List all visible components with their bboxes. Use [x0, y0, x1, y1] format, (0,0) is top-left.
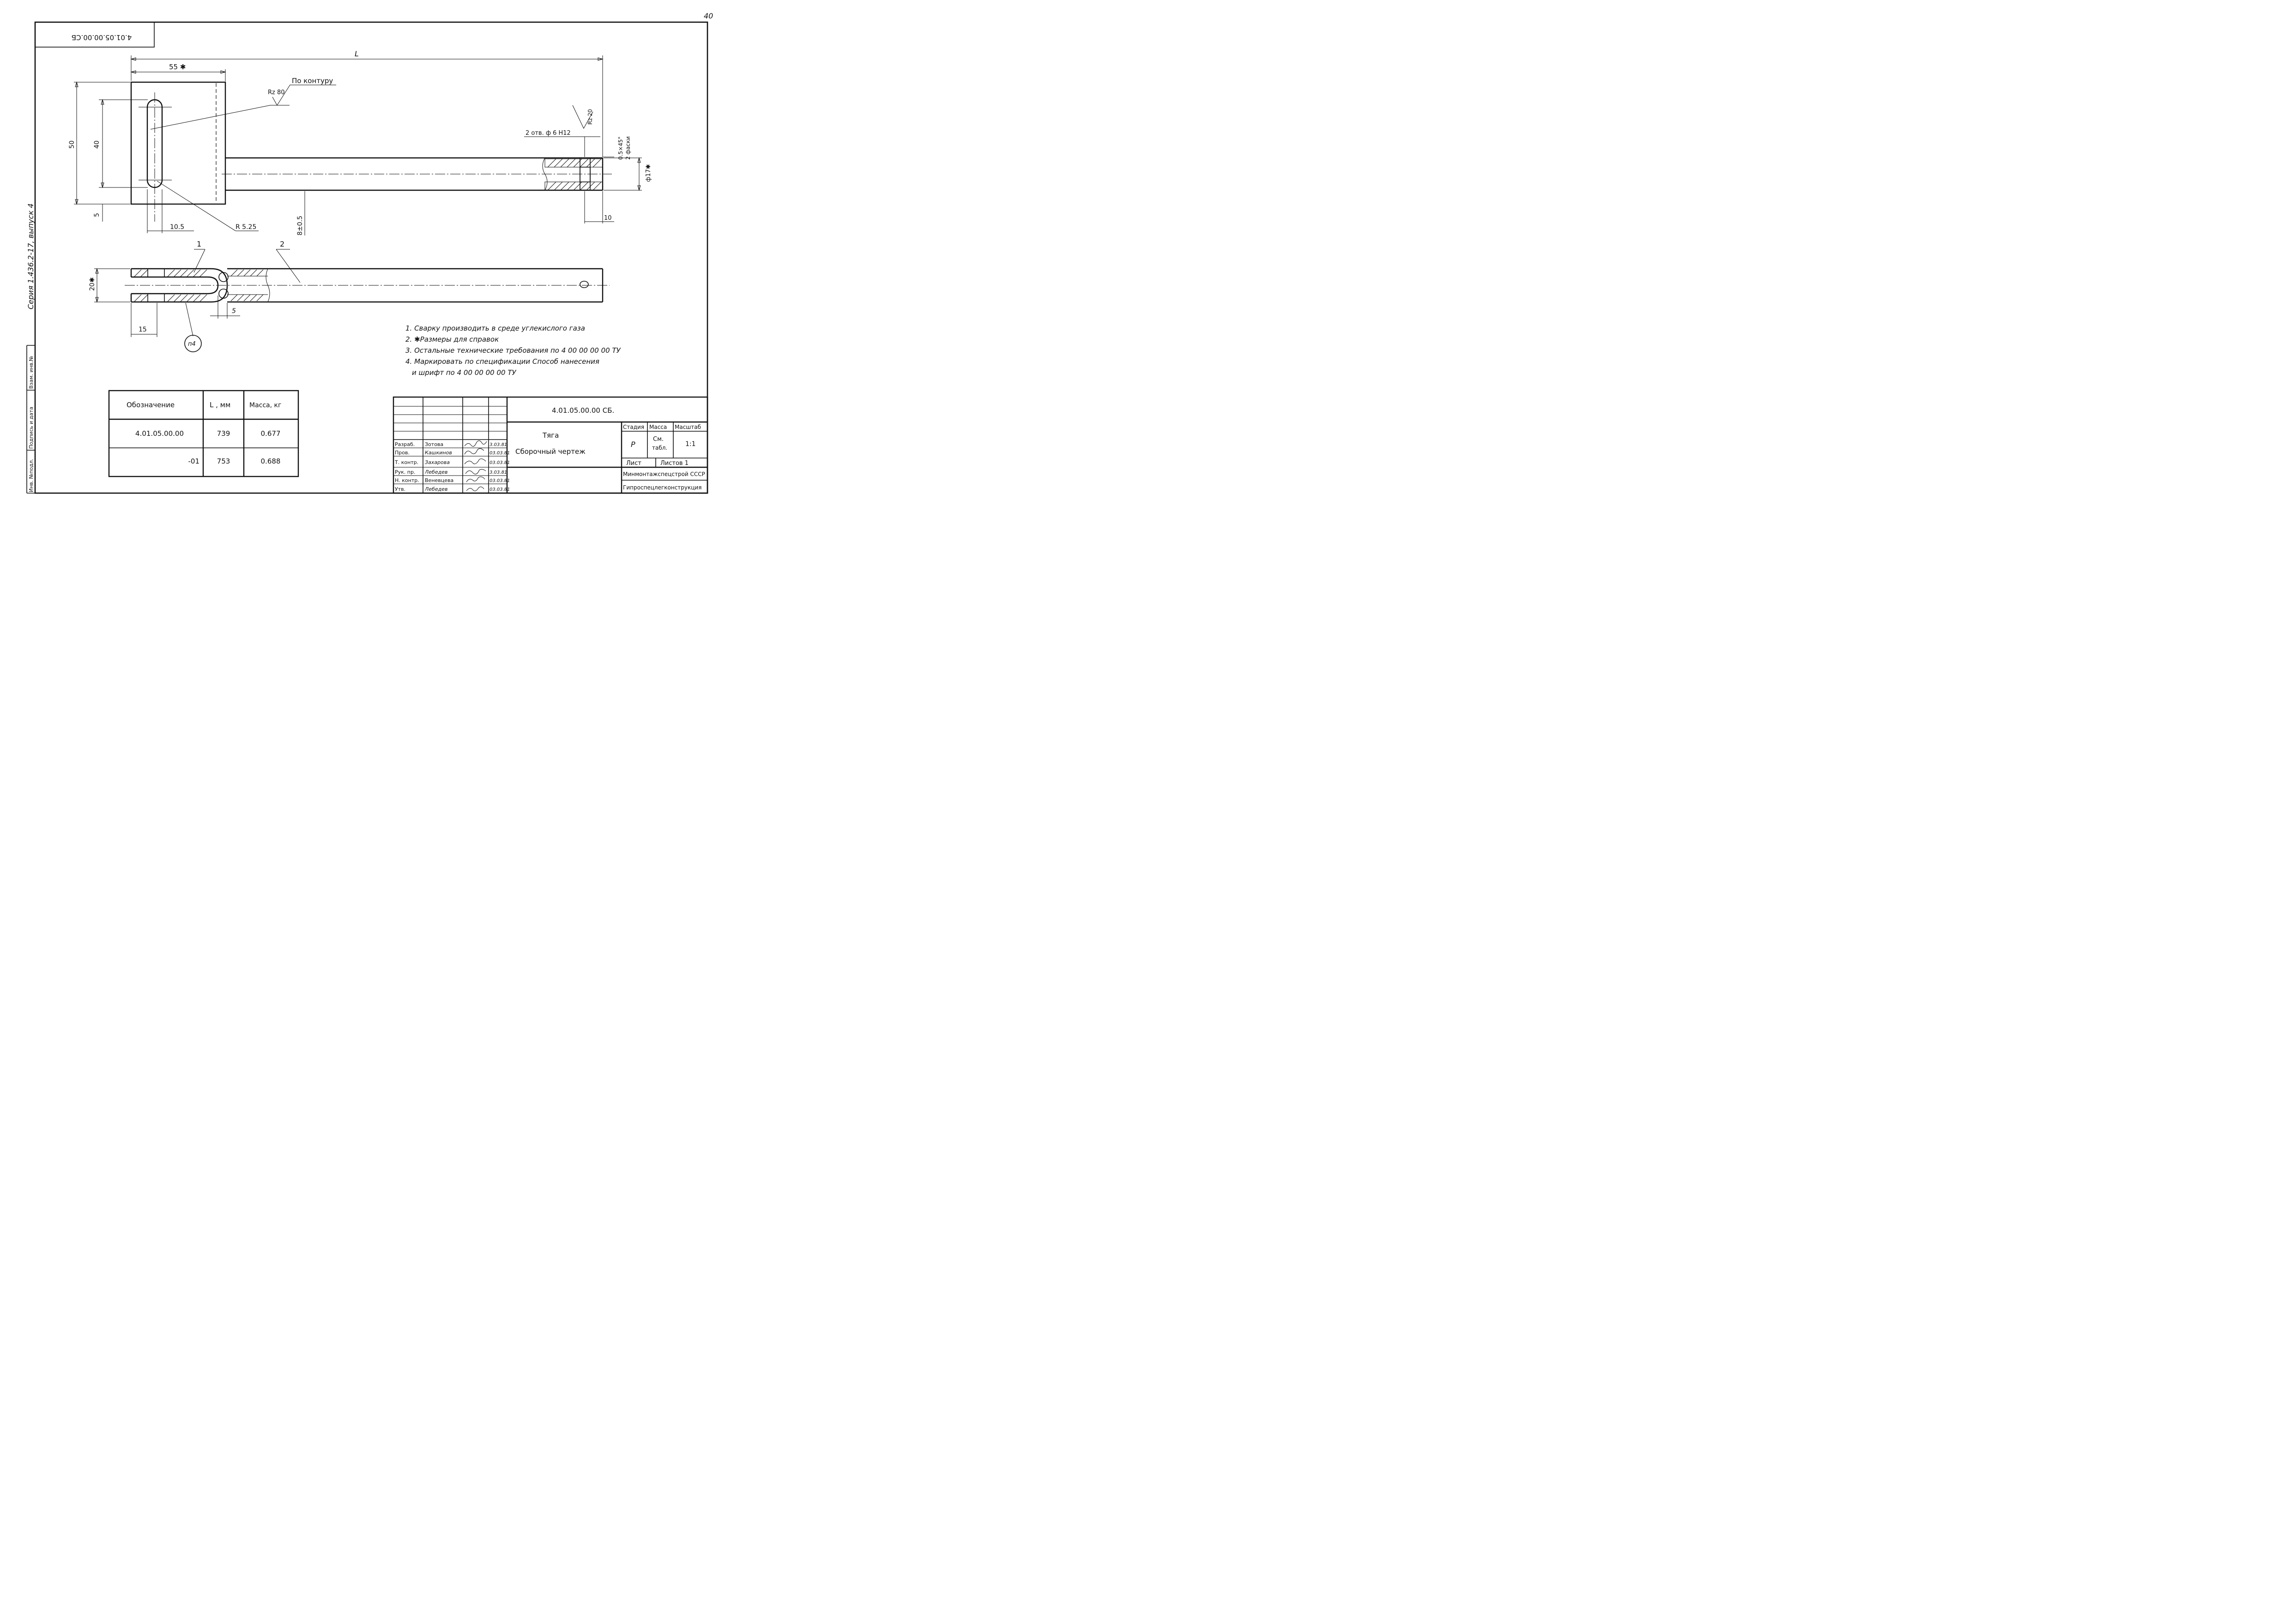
note-3: 3. Остальные технические требования по 4… [405, 346, 621, 355]
front-view: 20✱ 15 5 1 2 п4 [89, 240, 610, 352]
person-nkontr: Веневцева [425, 477, 453, 483]
spec-row1-mass: 0.677 [261, 429, 281, 438]
rod-end-section [544, 158, 603, 191]
role-tkontr: Т. контр. [394, 459, 418, 465]
note-1: 1. Сварку производить в среде углекислог… [405, 324, 585, 332]
role-razrab: Разраб. [395, 441, 415, 447]
spec-row1-length: 739 [217, 429, 230, 438]
mass-value-2: табл. [652, 445, 667, 451]
signature-marks [464, 440, 487, 491]
date-utv: 03.03.81 [489, 487, 510, 492]
title-block: 4.01.05.00.00 СБ. Тяга Сборочный чертеж … [393, 396, 708, 494]
mass-value-1: См. [653, 436, 664, 443]
title-name: Тяга [542, 431, 559, 440]
dim-r5-25: R 5.25 [236, 223, 256, 231]
side-stamp: Взам. инв.№ Подпись и дата Инв. №подл. [26, 345, 35, 494]
dim-55: 55 ✱ [169, 63, 186, 71]
date-nkontr: 03.03.81 [489, 478, 510, 483]
top-stamp-code: 4.01.05.00.00.СБ [72, 33, 132, 42]
dim-40: 40 [93, 140, 101, 149]
side-stamp-vzam: Взам. инв.№ [28, 356, 34, 389]
spec-row1-designation: 4.01.05.00.00 [135, 429, 184, 438]
role-rukpr: Рук. пр. [395, 469, 415, 475]
stage-label: Стадия [623, 424, 644, 430]
dim-phi17: ф17✱ [645, 164, 652, 182]
roughness-rz80: Rz 80 [268, 89, 285, 96]
note-5: и шрифт по 4 00 00 00 00 ТУ [412, 368, 516, 377]
spec-table: Обозначение L , мм Масса, кг 4.01.05.00.… [108, 390, 299, 477]
role-prov: Пров. [395, 450, 410, 456]
note-4: 4. Маркировать по спецификации Способ на… [405, 357, 599, 366]
sheet-frame [34, 21, 708, 494]
date-tkontr: 03.03.81 [489, 460, 510, 465]
role-nkontr: Н. контр. [395, 477, 419, 483]
dim-8: 8±0.5 [296, 216, 304, 235]
series-text: Серия 1.436.2-17, выпуск 4 [26, 204, 35, 309]
dim-10-5: 10.5 [170, 223, 184, 231]
holes-note: 2 отв. ф 6 Н12 [526, 130, 571, 137]
dim-50: 50 [68, 140, 76, 149]
mass-label: Масса [649, 424, 667, 430]
stage-value: Р [631, 440, 635, 449]
roughness-rz20: Rz 20 [587, 109, 593, 125]
dim-20: 20✱ [89, 277, 96, 291]
spec-row2-mass: 0.688 [261, 457, 281, 465]
sheets-label: Листов 1 [660, 460, 689, 467]
top-view: L 55 ✱ 50 40 5 10.5 R 5.25 8±0.5 [68, 49, 652, 235]
dim-10: 10 [604, 215, 612, 222]
person-prov: Кашкинов [425, 450, 452, 456]
position-1: 1 [197, 240, 201, 248]
spec-row2-designation: -01 [188, 457, 200, 465]
spec-header-mass: Масса, кг [249, 402, 281, 409]
chamfer-note-2: 2 фаски [625, 136, 631, 160]
spec-row2-length: 753 [217, 457, 230, 465]
title-doc-type: Сборочный чертеж [515, 447, 586, 456]
spec-header-length: L , мм [210, 401, 230, 409]
sheet-label: Лист [626, 460, 641, 467]
person-utv: Лебедев [424, 486, 447, 492]
dim-5-front: 5 [232, 308, 236, 315]
scale-label: Масштаб [675, 424, 701, 430]
person-tkontr: Захарова [425, 459, 450, 465]
side-stamp-inv: Инв. №подл. [28, 459, 34, 492]
spec-header-designation: Обозначение [127, 401, 175, 409]
person-rukpr: Лебедев [424, 469, 447, 475]
top-stamp-box [35, 22, 155, 48]
person-razrab: Зотова [425, 441, 443, 447]
plate-outline [130, 81, 226, 205]
drawing-sheet: 40 4.01.05.00.00.СБ Серия 1.436.2-17, вы… [26, 12, 713, 494]
dim-5-top: 5 [93, 213, 101, 217]
chamfer-note-1: 0.5×45° [617, 137, 624, 160]
date-rukpr: 3.03.81 [489, 470, 507, 475]
dim-15: 15 [139, 326, 147, 333]
scale-value: 1:1 [685, 440, 696, 448]
page-number: 40 [704, 12, 713, 20]
note-po-konturu: По контуру [292, 77, 333, 85]
date-prov: 03.03.81 [489, 451, 510, 456]
date-razrab: 3.03.81 [489, 442, 507, 447]
title-code: 4.01.05.00.00 СБ. [552, 406, 614, 415]
side-stamp-podpis: Подпись и дата [28, 407, 34, 449]
weld-symbol: п4 [188, 341, 196, 348]
role-utv: Утв. [395, 486, 405, 492]
note-2: 2. ✱Размеры для справок [405, 335, 499, 344]
tech-notes: 1. Сварку производить в среде углекислог… [405, 324, 621, 377]
position-2: 2 [280, 240, 284, 248]
org-1: Минмонтажспецстрой СССР [623, 471, 705, 477]
dim-L: L [355, 49, 359, 58]
org-2: Гипроспецлегконструкция [623, 484, 701, 491]
